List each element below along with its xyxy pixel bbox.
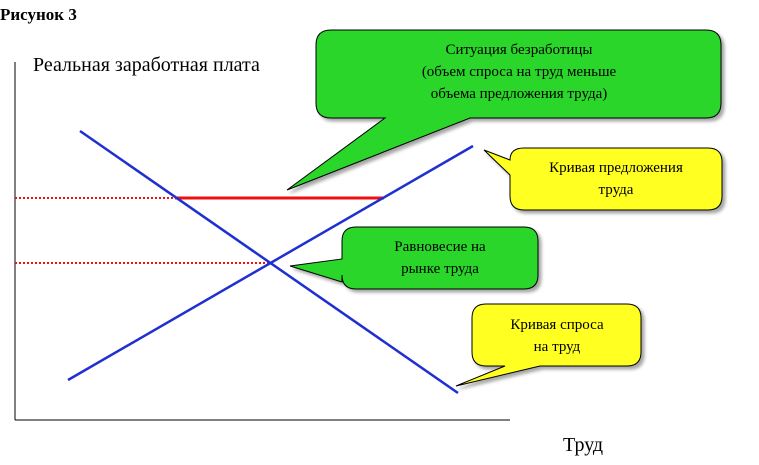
supply-curve-callout	[483, 147, 723, 211]
demand-curve	[79, 129, 459, 395]
y-axis-label: Реальная заработная плата	[33, 54, 260, 76]
x-axis-label: Труд	[563, 434, 603, 456]
supply-callout-line-2: труда	[599, 182, 634, 198]
supply-callout-line-1: Кривая предложения	[549, 160, 683, 176]
unemployment-callout	[286, 29, 722, 191]
equilibrium-callout-line-2: рынке труда	[401, 261, 479, 277]
equilibrium-callout-line-1: Равновесие на	[394, 239, 486, 255]
unemployment-callout-line-1: Ситуация безработицы	[445, 42, 592, 58]
supply-curve	[67, 144, 474, 382]
unemployment-callout-line-3: объема предложения труда)	[431, 86, 608, 102]
equilibrium-callout	[289, 226, 539, 290]
demand-callout-line-2: на труд	[534, 339, 581, 355]
unemployment-callout-line-2: (объем спроса на труд меньше	[422, 64, 617, 80]
demand-callout-line-1: Кривая спроса	[510, 317, 604, 333]
demand-curve-callout	[455, 303, 642, 387]
figure-title: Рисунок 3	[0, 5, 77, 24]
